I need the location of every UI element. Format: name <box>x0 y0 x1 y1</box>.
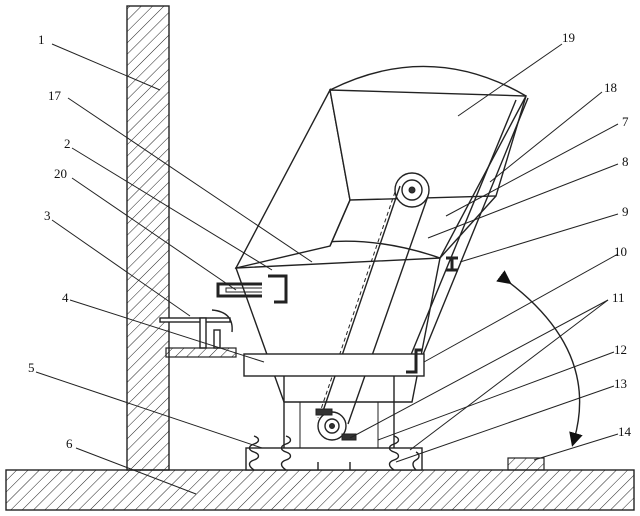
plate <box>165 347 237 358</box>
leader-17 <box>67 97 313 263</box>
label-8: 8 <box>622 154 629 169</box>
label-13: 13 <box>614 376 627 391</box>
leader-7 <box>445 123 619 217</box>
label-4: 4 <box>62 290 69 305</box>
rail-18 <box>419 97 529 363</box>
leader-4 <box>69 299 265 363</box>
hook-bracket-2 <box>268 274 288 304</box>
shelf-post-2 <box>213 329 221 349</box>
label-1: 1 <box>38 32 45 47</box>
label-17: 17 <box>48 88 62 103</box>
label-18: 18 <box>604 80 617 95</box>
leader-12 <box>377 351 615 441</box>
leader-19 <box>457 43 563 117</box>
hopper-edge-inner <box>439 195 497 259</box>
leader-10 <box>423 253 619 363</box>
shelf-hook <box>211 309 233 333</box>
leader-9 <box>459 213 619 263</box>
belt-left <box>317 191 396 419</box>
leader-5 <box>35 371 263 449</box>
motor-block-bottom <box>341 433 357 441</box>
label-19: 19 <box>562 30 575 45</box>
h-clamp <box>446 256 458 272</box>
label-7: 7 <box>622 114 629 129</box>
ground-base <box>5 469 635 511</box>
hopper-arc <box>329 65 527 97</box>
sensor-block-14 <box>507 457 545 471</box>
leader-14 <box>533 433 619 461</box>
leader-18 <box>489 91 603 183</box>
spring-right-1 <box>388 435 400 471</box>
label-6: 6 <box>66 436 73 451</box>
label-12: 12 <box>614 342 627 357</box>
channel-clamp-20 <box>216 282 262 298</box>
lower-tray <box>243 353 425 377</box>
leader-2 <box>71 147 273 271</box>
hopper-edge-right <box>439 95 527 259</box>
bottom-pulley-inner <box>324 418 340 434</box>
top-pulley-axle <box>408 186 416 194</box>
leader-8 <box>427 163 619 239</box>
label-20: 20 <box>54 166 67 181</box>
top-pulley-inner <box>401 179 423 201</box>
rail-18b <box>407 99 517 363</box>
label-5: 5 <box>28 360 35 375</box>
funnel-body <box>235 257 441 403</box>
hopper-edge-left <box>329 199 351 247</box>
label-11: 11 <box>612 290 625 305</box>
channel-clamp-inner <box>225 287 262 293</box>
leader-11a <box>349 299 609 439</box>
vertical-wall <box>126 5 170 471</box>
spring-left-2 <box>280 435 292 471</box>
bracket-10 <box>406 348 422 374</box>
label-2: 2 <box>64 136 71 151</box>
spring-left-1 <box>248 435 260 471</box>
shelf-3 <box>159 317 231 323</box>
leader-1 <box>51 43 161 91</box>
label-10: 10 <box>614 244 627 259</box>
label-9: 9 <box>622 204 629 219</box>
leader-13 <box>395 385 615 463</box>
leader-11b <box>409 299 609 451</box>
leader-6 <box>75 447 197 495</box>
leader-3 <box>51 219 191 317</box>
label-14: 14 <box>618 424 632 439</box>
bottom-pulley-axle <box>329 423 335 429</box>
motor-block-top <box>315 408 333 416</box>
rotation-arrow <box>496 270 583 447</box>
label-3: 3 <box>44 208 51 223</box>
belt-right <box>347 195 429 425</box>
leader-20 <box>71 177 237 291</box>
